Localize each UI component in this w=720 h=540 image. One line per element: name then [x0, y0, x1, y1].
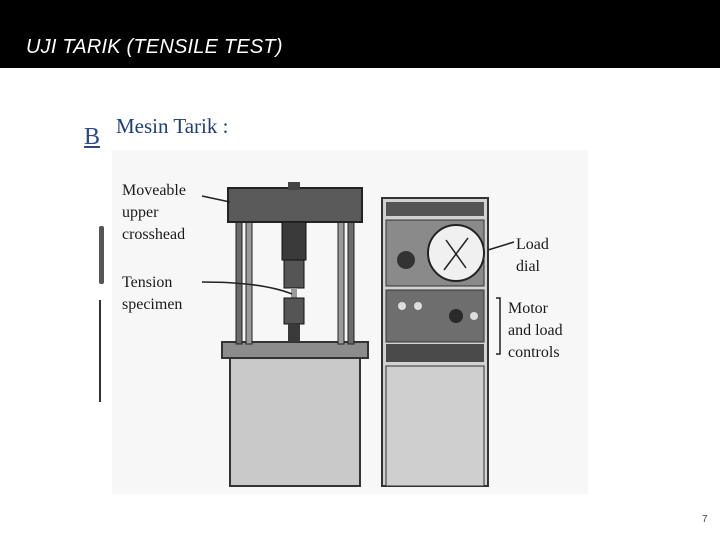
- label-load-dial: Load dial: [516, 236, 549, 275]
- lower-crosshead: [221, 341, 369, 359]
- tensile-machine-illustration: [112, 150, 588, 494]
- slide-header: UJI TARIK (TENSILE TEST): [0, 0, 720, 68]
- control-button: [414, 302, 422, 310]
- slide-title: UJI TARIK (TENSILE TEST): [26, 36, 283, 58]
- label-crosshead: Moveable upper crosshead: [122, 182, 186, 243]
- cabinet-lower: [385, 365, 485, 487]
- control-button: [470, 312, 478, 320]
- control-top-panel: [386, 202, 484, 216]
- crosshead-knob: [288, 182, 300, 190]
- heading-fragment: B: [84, 124, 101, 150]
- dial-knob: [397, 251, 415, 269]
- control-knob: [449, 309, 463, 323]
- upper-crosshead: [227, 187, 363, 223]
- lower-grip-mount: [288, 324, 300, 342]
- upper-grip: [281, 221, 307, 261]
- pointer-crosshead: [201, 195, 231, 203]
- page-number: 7: [702, 514, 708, 525]
- pointer-dial: [487, 241, 515, 251]
- vertical-rule: [99, 300, 101, 402]
- tensile-machine-figure: [112, 110, 588, 494]
- dial-needle-2: [445, 239, 467, 269]
- figure-title: Mesin Tarik :: [116, 114, 229, 138]
- specimen: [291, 288, 297, 298]
- background-shape: [99, 226, 104, 284]
- upper-grip-body: [283, 259, 305, 289]
- switch-strip: [386, 344, 484, 362]
- machine-base: [229, 341, 361, 487]
- motor-controls-panel: [385, 289, 485, 343]
- label-controls: Motor and load controls: [508, 300, 563, 361]
- pointer-specimen: [201, 281, 293, 295]
- controls-bracket: [496, 297, 501, 355]
- label-specimen: Tension specimen: [122, 274, 183, 313]
- lower-grip: [283, 297, 305, 325]
- control-button: [398, 302, 406, 310]
